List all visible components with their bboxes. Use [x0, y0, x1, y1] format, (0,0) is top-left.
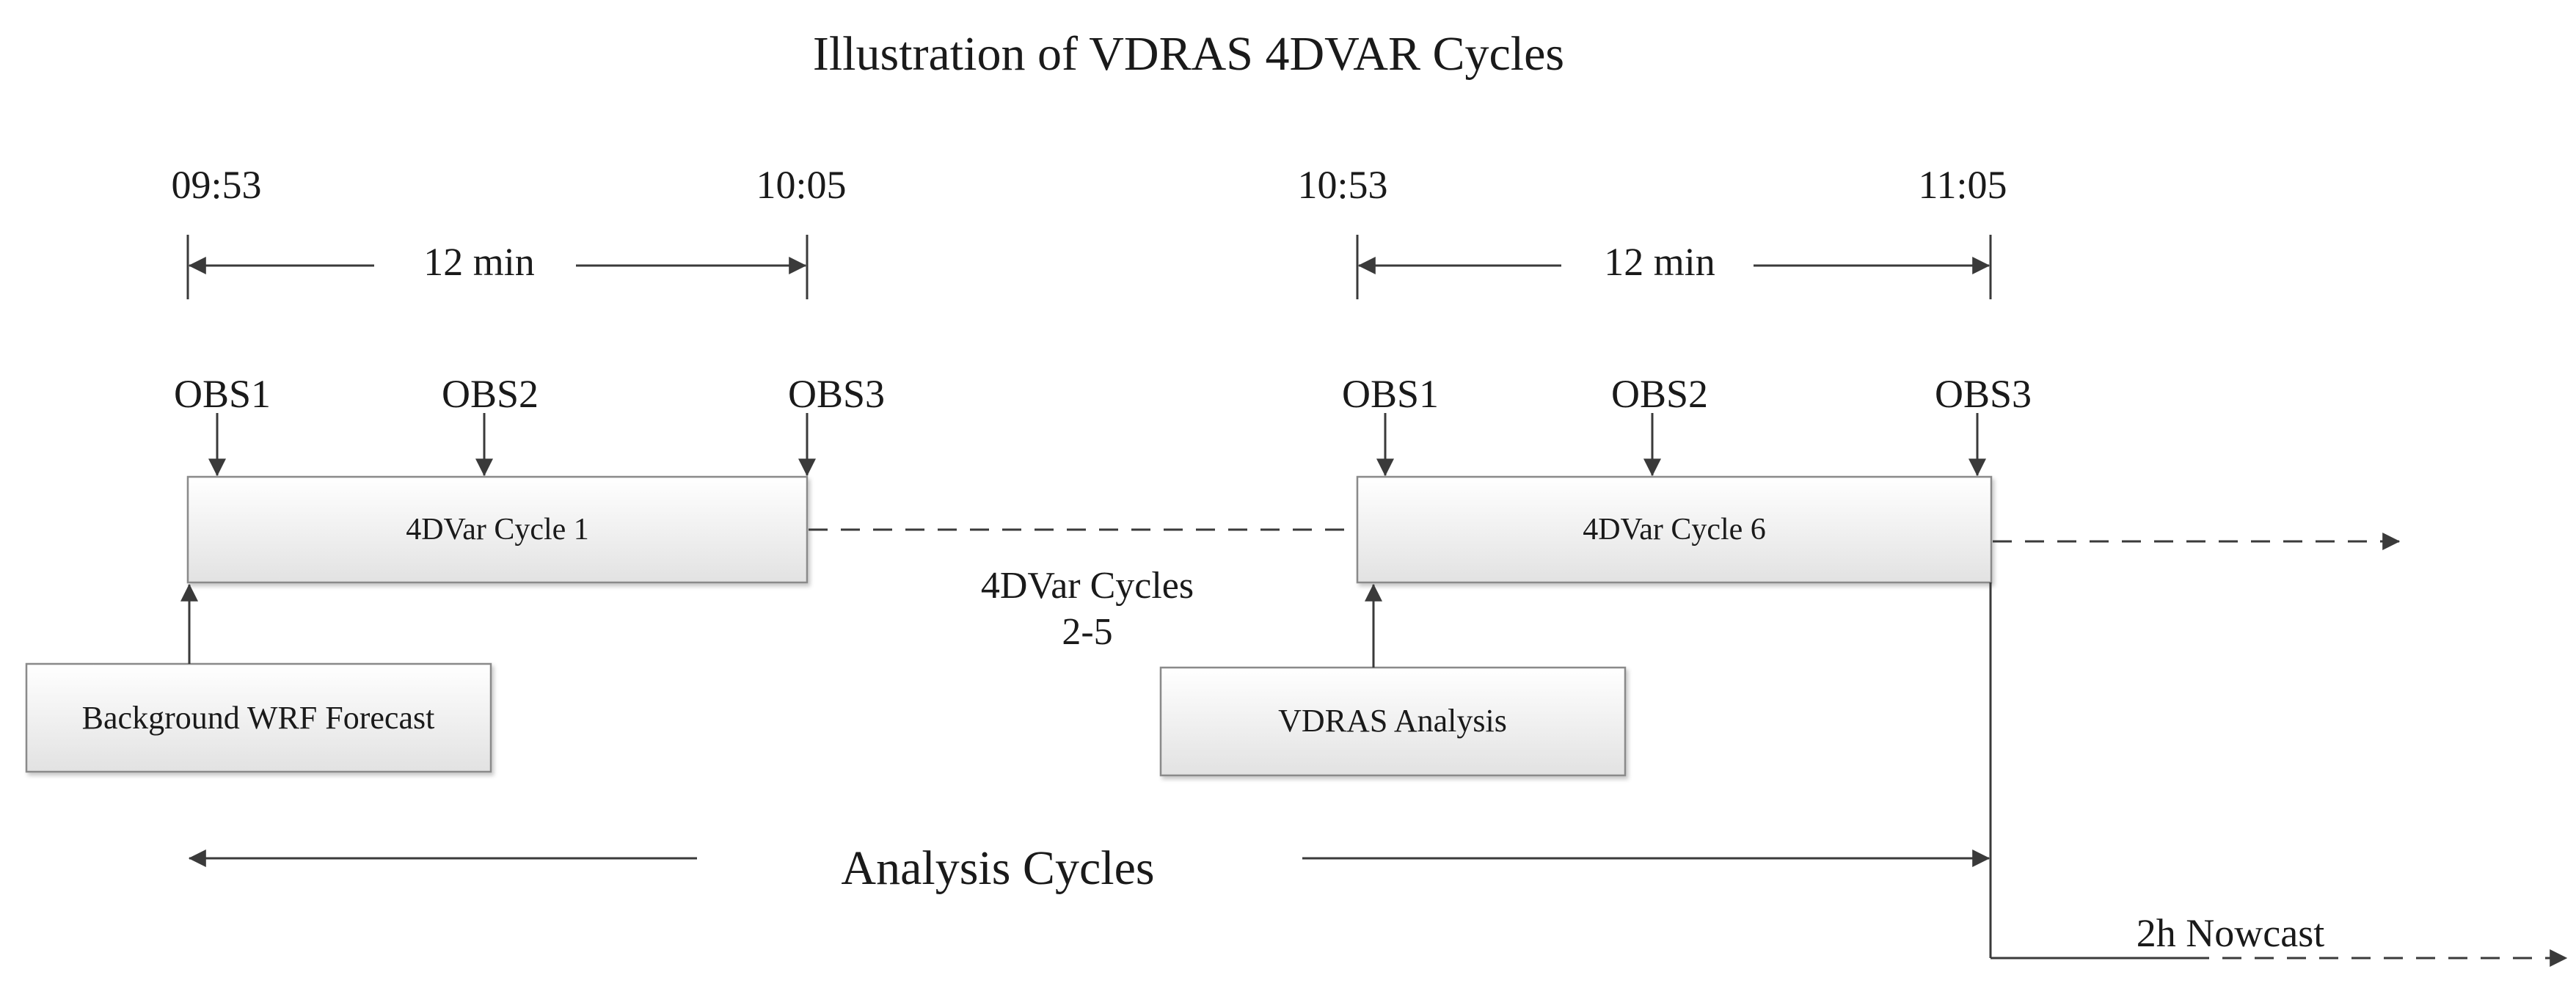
- cycle1-box: 4DVar Cycle 1: [186, 475, 809, 584]
- obs3-label-c6: OBS3: [1935, 372, 2032, 416]
- intermediate-cycles-label-line2: 2-5: [1062, 611, 1112, 653]
- obs1-label-c6: OBS1: [1342, 372, 1439, 416]
- cycle6-box-label: 4DVar Cycle 6: [1583, 513, 1766, 547]
- time-label-c6-start: 10:53: [1297, 163, 1387, 207]
- intermediate-cycles-label-line1: 4DVar Cycles: [981, 565, 1194, 607]
- obs3-label-c1: OBS3: [788, 372, 885, 416]
- analysis-cycles-label: Analysis Cycles: [841, 841, 1154, 895]
- interval-label-c1: 12 min: [423, 240, 535, 284]
- background-wrf-label: Background WRF Forecast: [82, 700, 435, 736]
- obs2-label-c1: OBS2: [442, 372, 539, 416]
- time-label-c1-end: 10:05: [756, 163, 846, 207]
- vdras-analysis-box: VDRAS Analysis: [1159, 666, 1627, 777]
- time-label-c6-end: 11:05: [1919, 163, 2007, 207]
- interval-label-c6: 12 min: [1604, 240, 1715, 284]
- nowcast-label: 2h Nowcast: [2137, 911, 2324, 955]
- diagram-title: Illustration of VDRAS 4DVAR Cycles: [813, 27, 1564, 81]
- cycle1-box-label: 4DVar Cycle 1: [406, 513, 589, 547]
- obs2-label-c6: OBS2: [1611, 372, 1708, 416]
- cycle6-box: 4DVar Cycle 6: [1356, 475, 1993, 584]
- vdras-analysis-label: VDRAS Analysis: [1278, 703, 1507, 739]
- obs1-label-c1: OBS1: [174, 372, 271, 416]
- background-wrf-box: Background WRF Forecast: [25, 662, 492, 773]
- time-label-c1-start: 09:53: [171, 163, 261, 207]
